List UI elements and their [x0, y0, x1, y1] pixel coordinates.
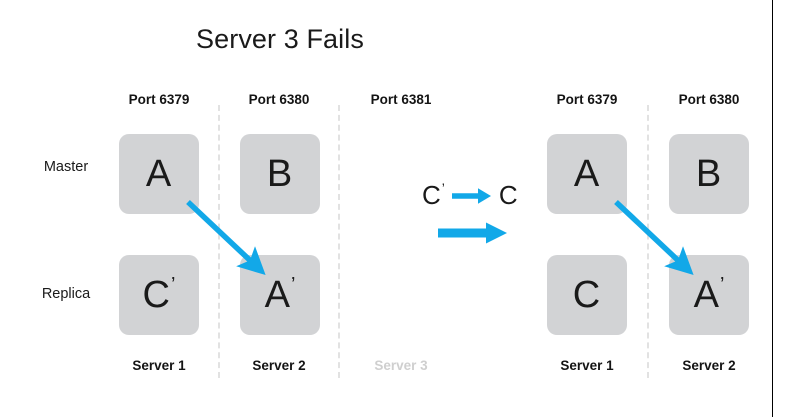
port-label-right-server1: Port 6379 [556, 92, 618, 107]
node-letter: A [573, 153, 600, 195]
transition-to-letter: C [498, 180, 518, 210]
node-left-server1-master[interactable]: A [119, 134, 199, 214]
node-glyph: C [573, 276, 601, 314]
node-left-server2-master[interactable]: B [240, 134, 320, 214]
transition-to-glyph: C [499, 180, 519, 211]
server-label-right-server1: Server 1 [560, 358, 614, 373]
node-letter: A [145, 153, 172, 195]
server-label-left-server1: Server 1 [132, 358, 186, 373]
node-right-server1-replica[interactable]: C [547, 255, 627, 335]
row-label-replica: Replica [41, 286, 91, 302]
transition-note: C’ C [422, 180, 519, 211]
node-glyph: A’ [693, 274, 725, 316]
node-letter: C [572, 274, 601, 316]
transition-from-letter: C [422, 180, 441, 210]
node-letter: A [693, 274, 719, 316]
divider-left-2 [338, 105, 340, 378]
node-glyph: B [267, 155, 293, 193]
server-label-right-server2: Server 2 [682, 358, 736, 373]
port-label-right-server2: Port 6380 [678, 92, 740, 107]
node-glyph: B [696, 155, 722, 193]
node-prime: ’ [719, 274, 725, 297]
node-glyph: C’ [142, 274, 176, 316]
node-letter: A [264, 274, 290, 316]
node-right-server1-master[interactable]: A [547, 134, 627, 214]
port-label-left-server1: Port 6379 [128, 92, 190, 107]
server-label-left-server2: Server 2 [252, 358, 306, 373]
transition-from-prime: ’ [441, 180, 445, 197]
slide-edge [772, 0, 773, 417]
node-prime: ’ [290, 274, 296, 297]
node-letter: B [695, 153, 722, 195]
node-prime: ’ [171, 274, 176, 297]
divider-left-1 [218, 105, 220, 378]
node-letter: C [142, 274, 170, 316]
node-glyph: A [146, 155, 172, 193]
node-letter: B [266, 153, 293, 195]
port-label-left-server2: Port 6380 [248, 92, 310, 107]
state-change-arrow-icon [438, 222, 508, 244]
node-right-server2-master[interactable]: B [669, 134, 749, 214]
promotion-arrow-left [180, 194, 276, 286]
node-glyph: A [574, 155, 600, 193]
port-label-left-server3: Port 6381 [370, 92, 432, 107]
node-glyph: A’ [264, 274, 296, 316]
node-left-server1-replica[interactable]: C’ [119, 255, 199, 335]
promotion-arrow-right [608, 194, 704, 286]
divider-right-1 [647, 105, 649, 378]
page-title: Server 3 Fails [196, 24, 364, 54]
transition-from-glyph: C’ [422, 180, 445, 211]
server-label-left-server3: Server 3 [374, 358, 428, 373]
transition-arrow-icon [451, 187, 492, 205]
row-label-master: Master [43, 159, 89, 175]
